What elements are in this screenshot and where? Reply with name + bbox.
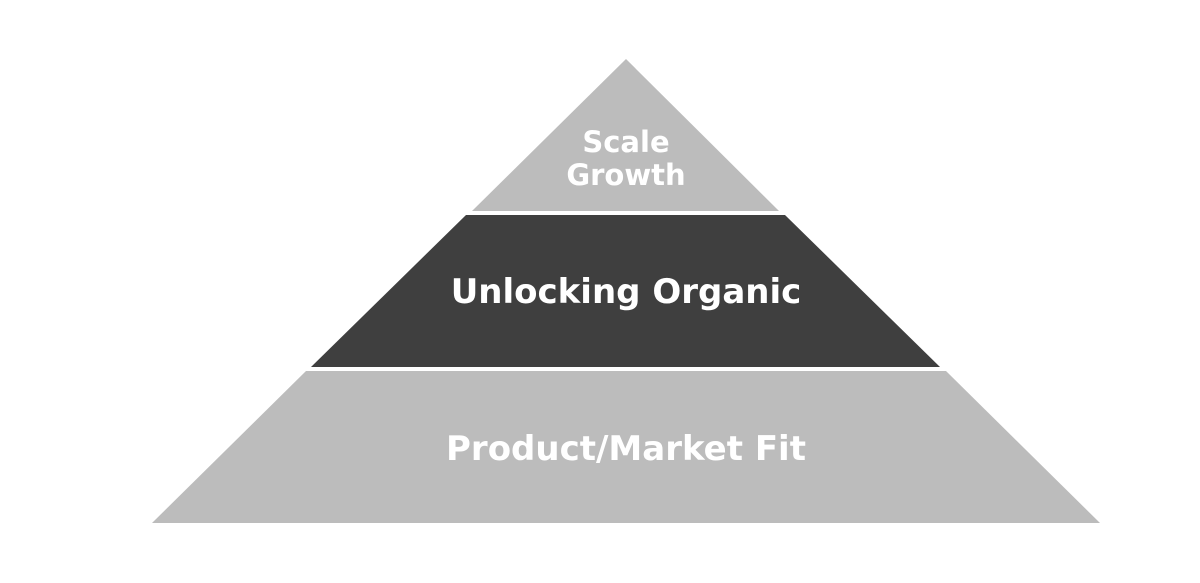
tier-top-label-line-1: Scale (582, 125, 669, 159)
pyramid-tier-middle (311, 215, 940, 367)
pyramid-tier-bottom (152, 371, 1100, 523)
pyramid-tier-top (472, 59, 779, 211)
tier-middle-label: Unlocking Organic (451, 272, 802, 312)
tier-bottom-label: Product/Market Fit (446, 429, 806, 469)
tier-top-label-line-2: Growth (566, 158, 685, 192)
